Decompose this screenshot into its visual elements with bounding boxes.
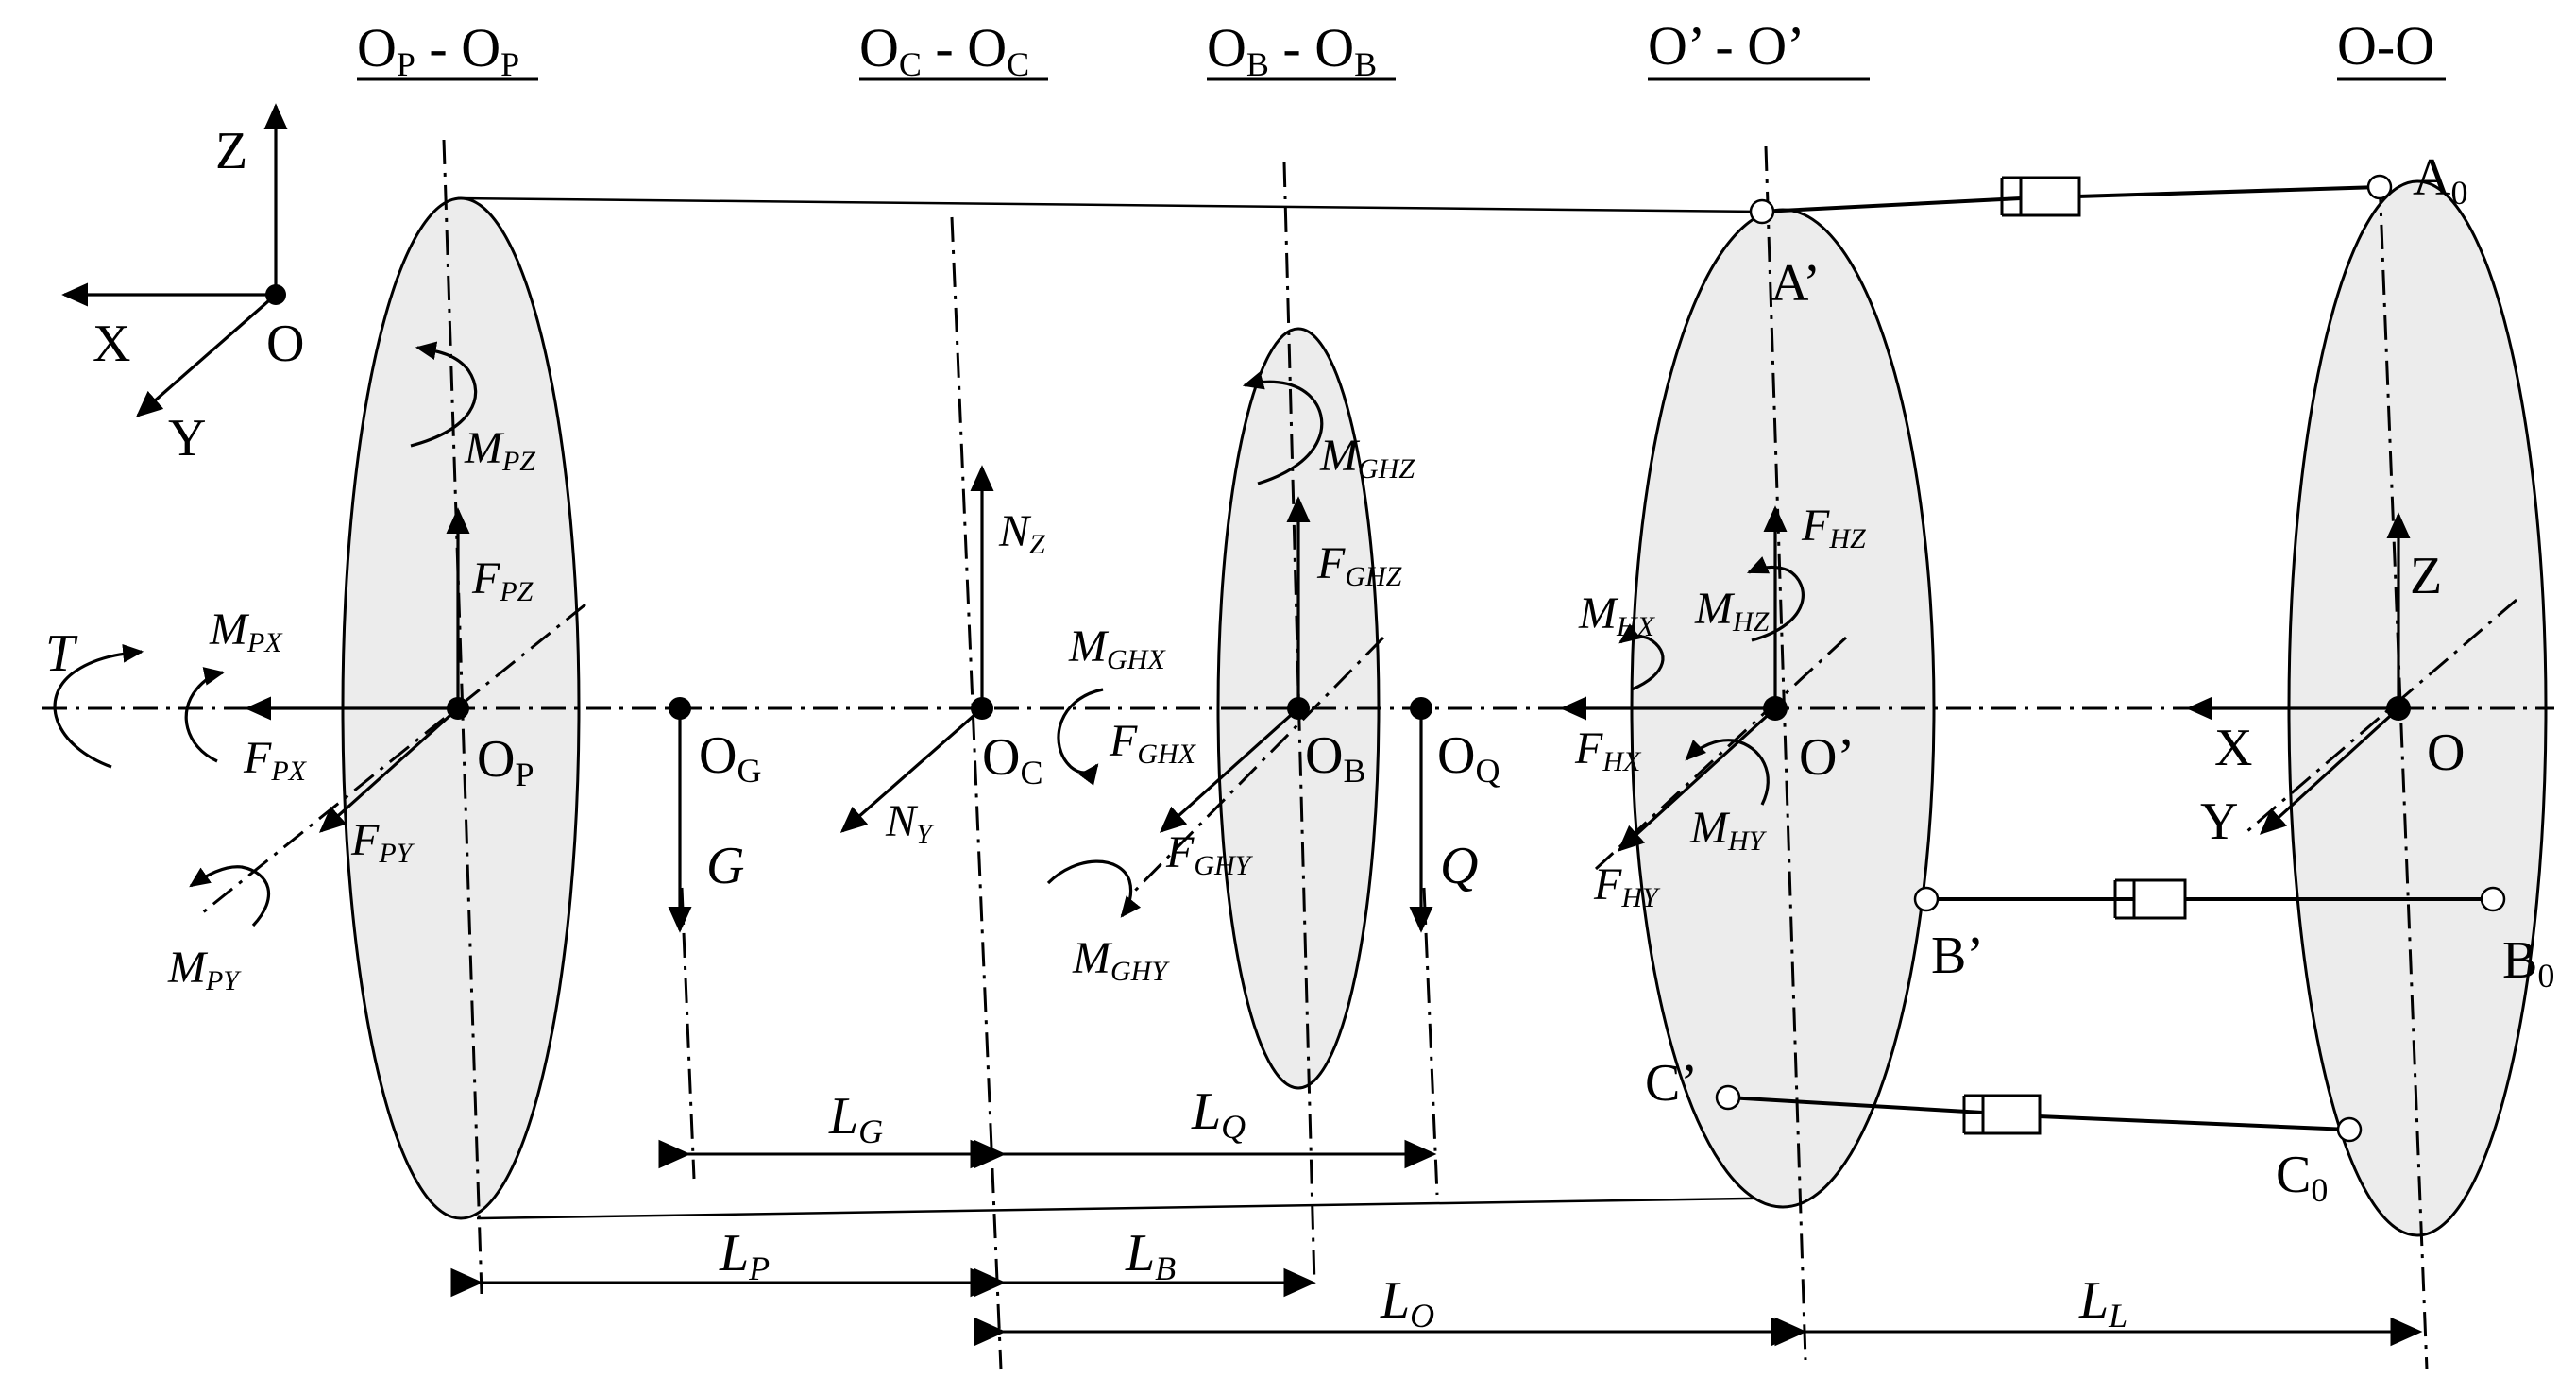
loads-og <box>668 697 692 933</box>
cylinder-outline <box>457 196 1806 1220</box>
label-lb: LB <box>1125 1224 1176 1287</box>
actuator-b <box>1913 878 2506 920</box>
global-axis-y-label: Y <box>168 409 206 468</box>
label-mghz: MGHZ <box>1319 431 1415 485</box>
svg-text:OC - OC: OC - OC <box>859 17 1029 83</box>
global-axis-x-label: X <box>93 315 130 373</box>
label-c0: C0 <box>2276 1146 2328 1209</box>
svg-text:O’ - O’: O’ - O’ <box>1648 15 1805 77</box>
label-oc: OC <box>982 728 1042 791</box>
label-lq: LQ <box>1191 1082 1246 1146</box>
loads-oprime <box>1560 505 1805 852</box>
label-ny: NY <box>885 796 935 850</box>
section-title-ob: OB - OB <box>1207 17 1396 83</box>
label-mhz: MHZ <box>1694 584 1770 638</box>
label-b-prime: B’ <box>1931 927 1984 985</box>
loads-oc <box>839 465 994 833</box>
label-lp: LP <box>719 1224 770 1287</box>
label-fpx: FPX <box>243 733 308 787</box>
svg-text:OB - OB: OB - OB <box>1207 17 1377 83</box>
base-axis-z-label: Z <box>2410 547 2442 605</box>
label-op: OP <box>477 730 534 793</box>
label-fpy: FPY <box>350 815 415 869</box>
loads-ob <box>1046 371 1324 918</box>
loads-op <box>53 341 478 927</box>
label-mpx: MPX <box>209 604 283 658</box>
label-fghy: FGHY <box>1165 827 1254 881</box>
label-fghz: FGHZ <box>1316 538 1402 592</box>
label-nz: NZ <box>998 506 1045 560</box>
base-axis-y-label: Y <box>2200 792 2238 851</box>
label-ll: LL <box>2078 1271 2127 1335</box>
actuator-c <box>1715 1084 2363 1143</box>
label-ob: OB <box>1305 726 1365 790</box>
label-a-prime: A’ <box>1771 254 1821 313</box>
label-a0: A0 <box>2413 148 2467 212</box>
global-axes: Z X Y O <box>61 103 304 468</box>
label-oq: OQ <box>1437 726 1500 790</box>
section-title-oc: OC - OC <box>859 17 1048 83</box>
label-mhy: MHY <box>1689 803 1768 857</box>
label-mpy: MPY <box>167 943 242 996</box>
base-origin-label: O <box>2427 723 2465 782</box>
label-fpz: FPZ <box>471 553 534 607</box>
section-centerlines <box>442 139 2429 1370</box>
label-mghx: MGHX <box>1068 621 1166 675</box>
label-fghx: FGHX <box>1109 716 1197 770</box>
global-axis-z-label: Z <box>215 122 247 180</box>
section-title-oo: O-O <box>2337 15 2446 81</box>
label-mpz: MPZ <box>464 423 535 477</box>
label-fhz: FHZ <box>1801 501 1866 554</box>
label-fhy: FHY <box>1593 859 1661 913</box>
label-oprime: O’ <box>1799 728 1855 787</box>
svg-text:O-O: O-O <box>2337 15 2434 77</box>
label-c-prime: C’ <box>1645 1054 1698 1113</box>
label-g: G <box>706 837 744 895</box>
section-title-oprime: O’ - O’ <box>1648 15 1870 81</box>
label-fhx: FHX <box>1574 723 1642 777</box>
label-mghy: MGHY <box>1072 933 1170 987</box>
loads-oq <box>1409 697 1433 933</box>
svg-text:OP - OP: OP - OP <box>357 17 519 83</box>
global-origin-label: O <box>266 315 304 373</box>
label-lo: LO <box>1380 1271 1434 1335</box>
label-lg: LG <box>828 1087 883 1150</box>
base-axes <box>2186 512 2411 835</box>
label-mhx: MHX <box>1578 588 1656 642</box>
label-torque: T <box>45 624 78 683</box>
base-axis-x-label: X <box>2214 719 2252 777</box>
actuator-a <box>1749 174 2393 225</box>
label-og: OG <box>699 726 761 790</box>
label-q: Q <box>1440 837 1478 895</box>
section-title-op: OP - OP <box>357 17 538 83</box>
label-b0: B0 <box>2502 931 2554 995</box>
